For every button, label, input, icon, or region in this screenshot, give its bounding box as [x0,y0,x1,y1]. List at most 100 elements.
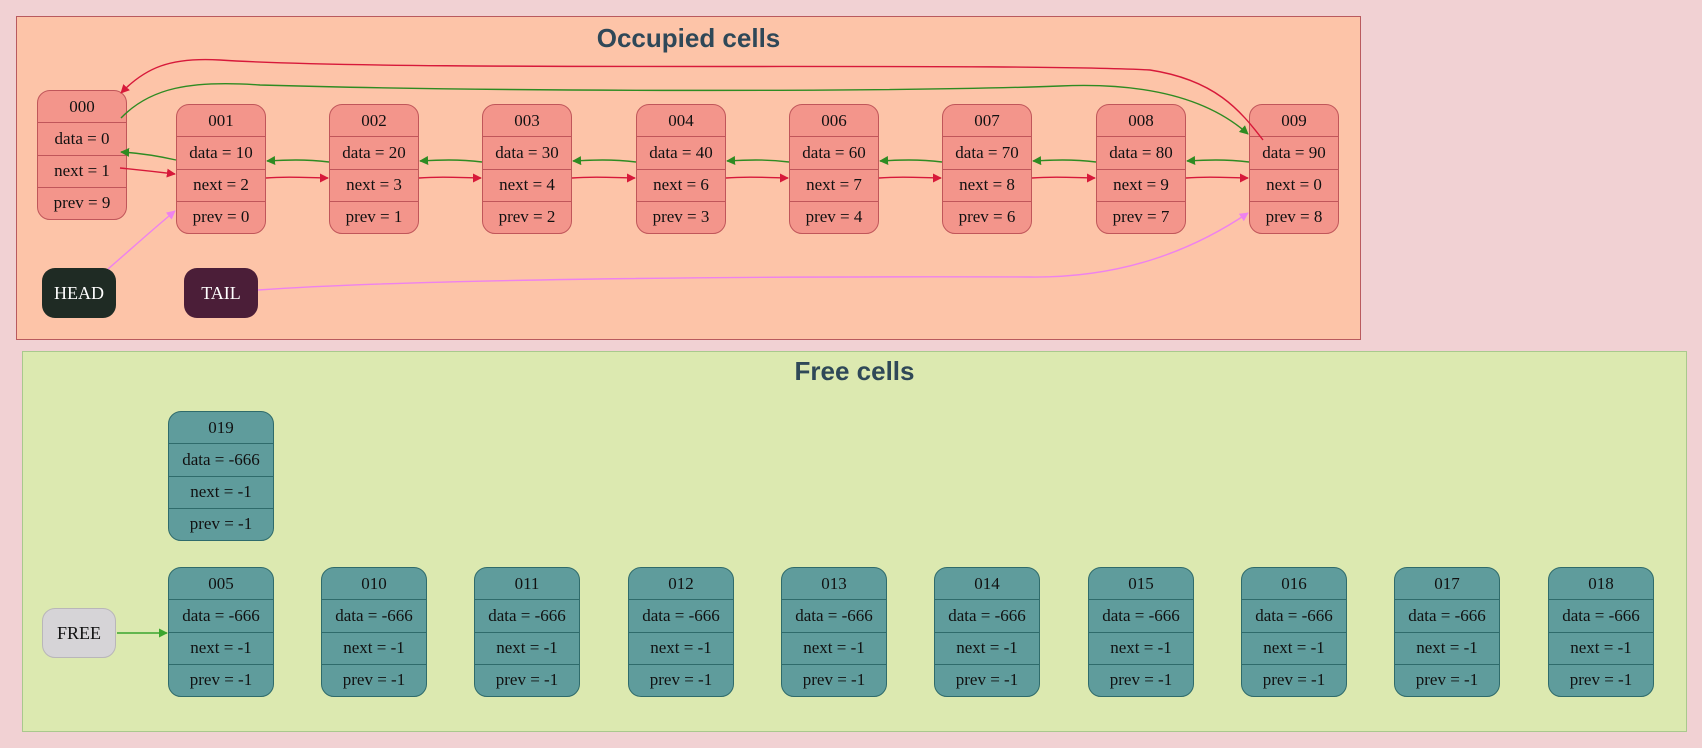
free-cell-010: 010 data = -666 next = -1 prev = -1 [321,567,427,697]
cell-id: 015 [1128,573,1154,593]
cell-id: 017 [1434,573,1460,593]
cell-prev: prev = -1 [322,663,426,696]
cell-next: next = 1 [38,154,126,187]
cell-data: data = 90 [1250,136,1338,168]
cell-next: next = 4 [483,168,571,201]
cell-id: 010 [361,573,387,593]
cell-data: data = -666 [475,599,579,631]
cell-id: 014 [974,573,1000,593]
occupied-cells-title: Occupied cells [596,23,781,53]
cell-prev: prev = -1 [1242,663,1346,696]
cell-data: data = 80 [1097,136,1185,168]
occupied-cell-002: 002 data = 20 next = 3 prev = 1 [329,104,419,234]
free-cell-013: 013 data = -666 next = -1 prev = -1 [781,567,887,697]
cell-data: data = -666 [1089,599,1193,631]
free-cell-016: 016 data = -666 next = -1 prev = -1 [1241,567,1347,697]
occupied-cell-003: 003 data = 30 next = 4 prev = 2 [482,104,572,234]
cell-id: 006 [821,110,847,130]
cell-data: data = 0 [38,122,126,154]
cell-next: next = 8 [943,168,1031,201]
cell-next: next = 9 [1097,168,1185,201]
cell-prev: prev = -1 [1089,663,1193,696]
cell-id: 001 [208,110,234,130]
cell-data: data = -666 [782,599,886,631]
free-node: FREE [42,608,116,658]
free-cells-title: Free cells [794,356,915,386]
cell-prev: prev = -1 [169,507,273,540]
cell-data: data = -666 [935,599,1039,631]
cell-prev: prev = -1 [629,663,733,696]
cell-data: data = -666 [322,599,426,631]
cell-id: 007 [974,110,1000,130]
cell-id: 013 [821,573,847,593]
cell-data: data = -666 [629,599,733,631]
free-cell-012: 012 data = -666 next = -1 prev = -1 [628,567,734,697]
cell-data: data = 70 [943,136,1031,168]
cell-data: data = 40 [637,136,725,168]
cell-id: 004 [668,110,694,130]
cell-next: next = -1 [1395,631,1499,664]
cell-data: data = 30 [483,136,571,168]
head-node: HEAD [42,268,116,318]
free-cell-015: 015 data = -666 next = -1 prev = -1 [1088,567,1194,697]
cell-data: data = -666 [1395,599,1499,631]
tail-node: TAIL [184,268,258,318]
cell-prev: prev = 2 [483,200,571,233]
cell-id: 002 [361,110,387,130]
cell-prev: prev = -1 [1549,663,1653,696]
occupied-cell-006: 006 data = 60 next = 7 prev = 4 [789,104,879,234]
cell-prev: prev = 1 [330,200,418,233]
cell-id: 011 [514,573,540,593]
cell-data: data = 20 [330,136,418,168]
cell-id: 005 [208,573,234,593]
occupied-cell-008: 008 data = 80 next = 9 prev = 7 [1096,104,1186,234]
cell-id: 019 [208,417,234,437]
cell-next: next = -1 [1242,631,1346,664]
cell-id: 012 [668,573,694,593]
cell-prev: prev = 3 [637,200,725,233]
cell-prev: prev = 6 [943,200,1031,233]
cell-data: data = -666 [1242,599,1346,631]
cell-prev: prev = -1 [475,663,579,696]
free-cell-005: 005 data = -666 next = -1 prev = -1 [168,567,274,697]
cell-prev: prev = 9 [38,186,126,219]
free-cell-018: 018 data = -666 next = -1 prev = -1 [1548,567,1654,697]
cell-id: 003 [514,110,540,130]
cell-prev: prev = 7 [1097,200,1185,233]
cell-data: data = -666 [1549,599,1653,631]
cell-prev: prev = -1 [935,663,1039,696]
cell-data: data = 10 [177,136,265,168]
cell-next: next = -1 [169,631,273,664]
cell-next: next = 0 [1250,168,1338,201]
cell-id: 018 [1588,573,1614,593]
cell-id: 009 [1281,110,1307,130]
free-cell-011: 011 data = -666 next = -1 prev = -1 [474,567,580,697]
cell-data: data = -666 [169,443,273,475]
cell-next: next = 7 [790,168,878,201]
cell-next: next = 2 [177,168,265,201]
cell-next: next = 6 [637,168,725,201]
occupied-cell-007: 007 data = 70 next = 8 prev = 6 [942,104,1032,234]
cell-id: 000 [69,96,95,116]
free-cell-019: 019 data = -666 next = -1 prev = -1 [168,411,274,541]
cell-next: next = -1 [935,631,1039,664]
cell-data: data = 60 [790,136,878,168]
cell-next: next = -1 [169,475,273,508]
cell-next: next = -1 [782,631,886,664]
cell-next: next = -1 [475,631,579,664]
occupied-cell-004: 004 data = 40 next = 6 prev = 3 [636,104,726,234]
cell-next: next = -1 [322,631,426,664]
cell-id: 008 [1128,110,1154,130]
free-cell-017: 017 data = -666 next = -1 prev = -1 [1394,567,1500,697]
cell-prev: prev = -1 [1395,663,1499,696]
cell-next: next = 3 [330,168,418,201]
free-cell-014: 014 data = -666 next = -1 prev = -1 [934,567,1040,697]
occupied-cell-001: 001 data = 10 next = 2 prev = 0 [176,104,266,234]
cell-next: next = -1 [1549,631,1653,664]
cell-next: next = -1 [1089,631,1193,664]
cell-prev: prev = 0 [177,200,265,233]
cell-id: 016 [1281,573,1307,593]
occupied-cell-009: 009 data = 90 next = 0 prev = 8 [1249,104,1339,234]
cell-prev: prev = -1 [169,663,273,696]
occupied-cell-000: 000 data = 0 next = 1 prev = 9 [37,90,127,220]
